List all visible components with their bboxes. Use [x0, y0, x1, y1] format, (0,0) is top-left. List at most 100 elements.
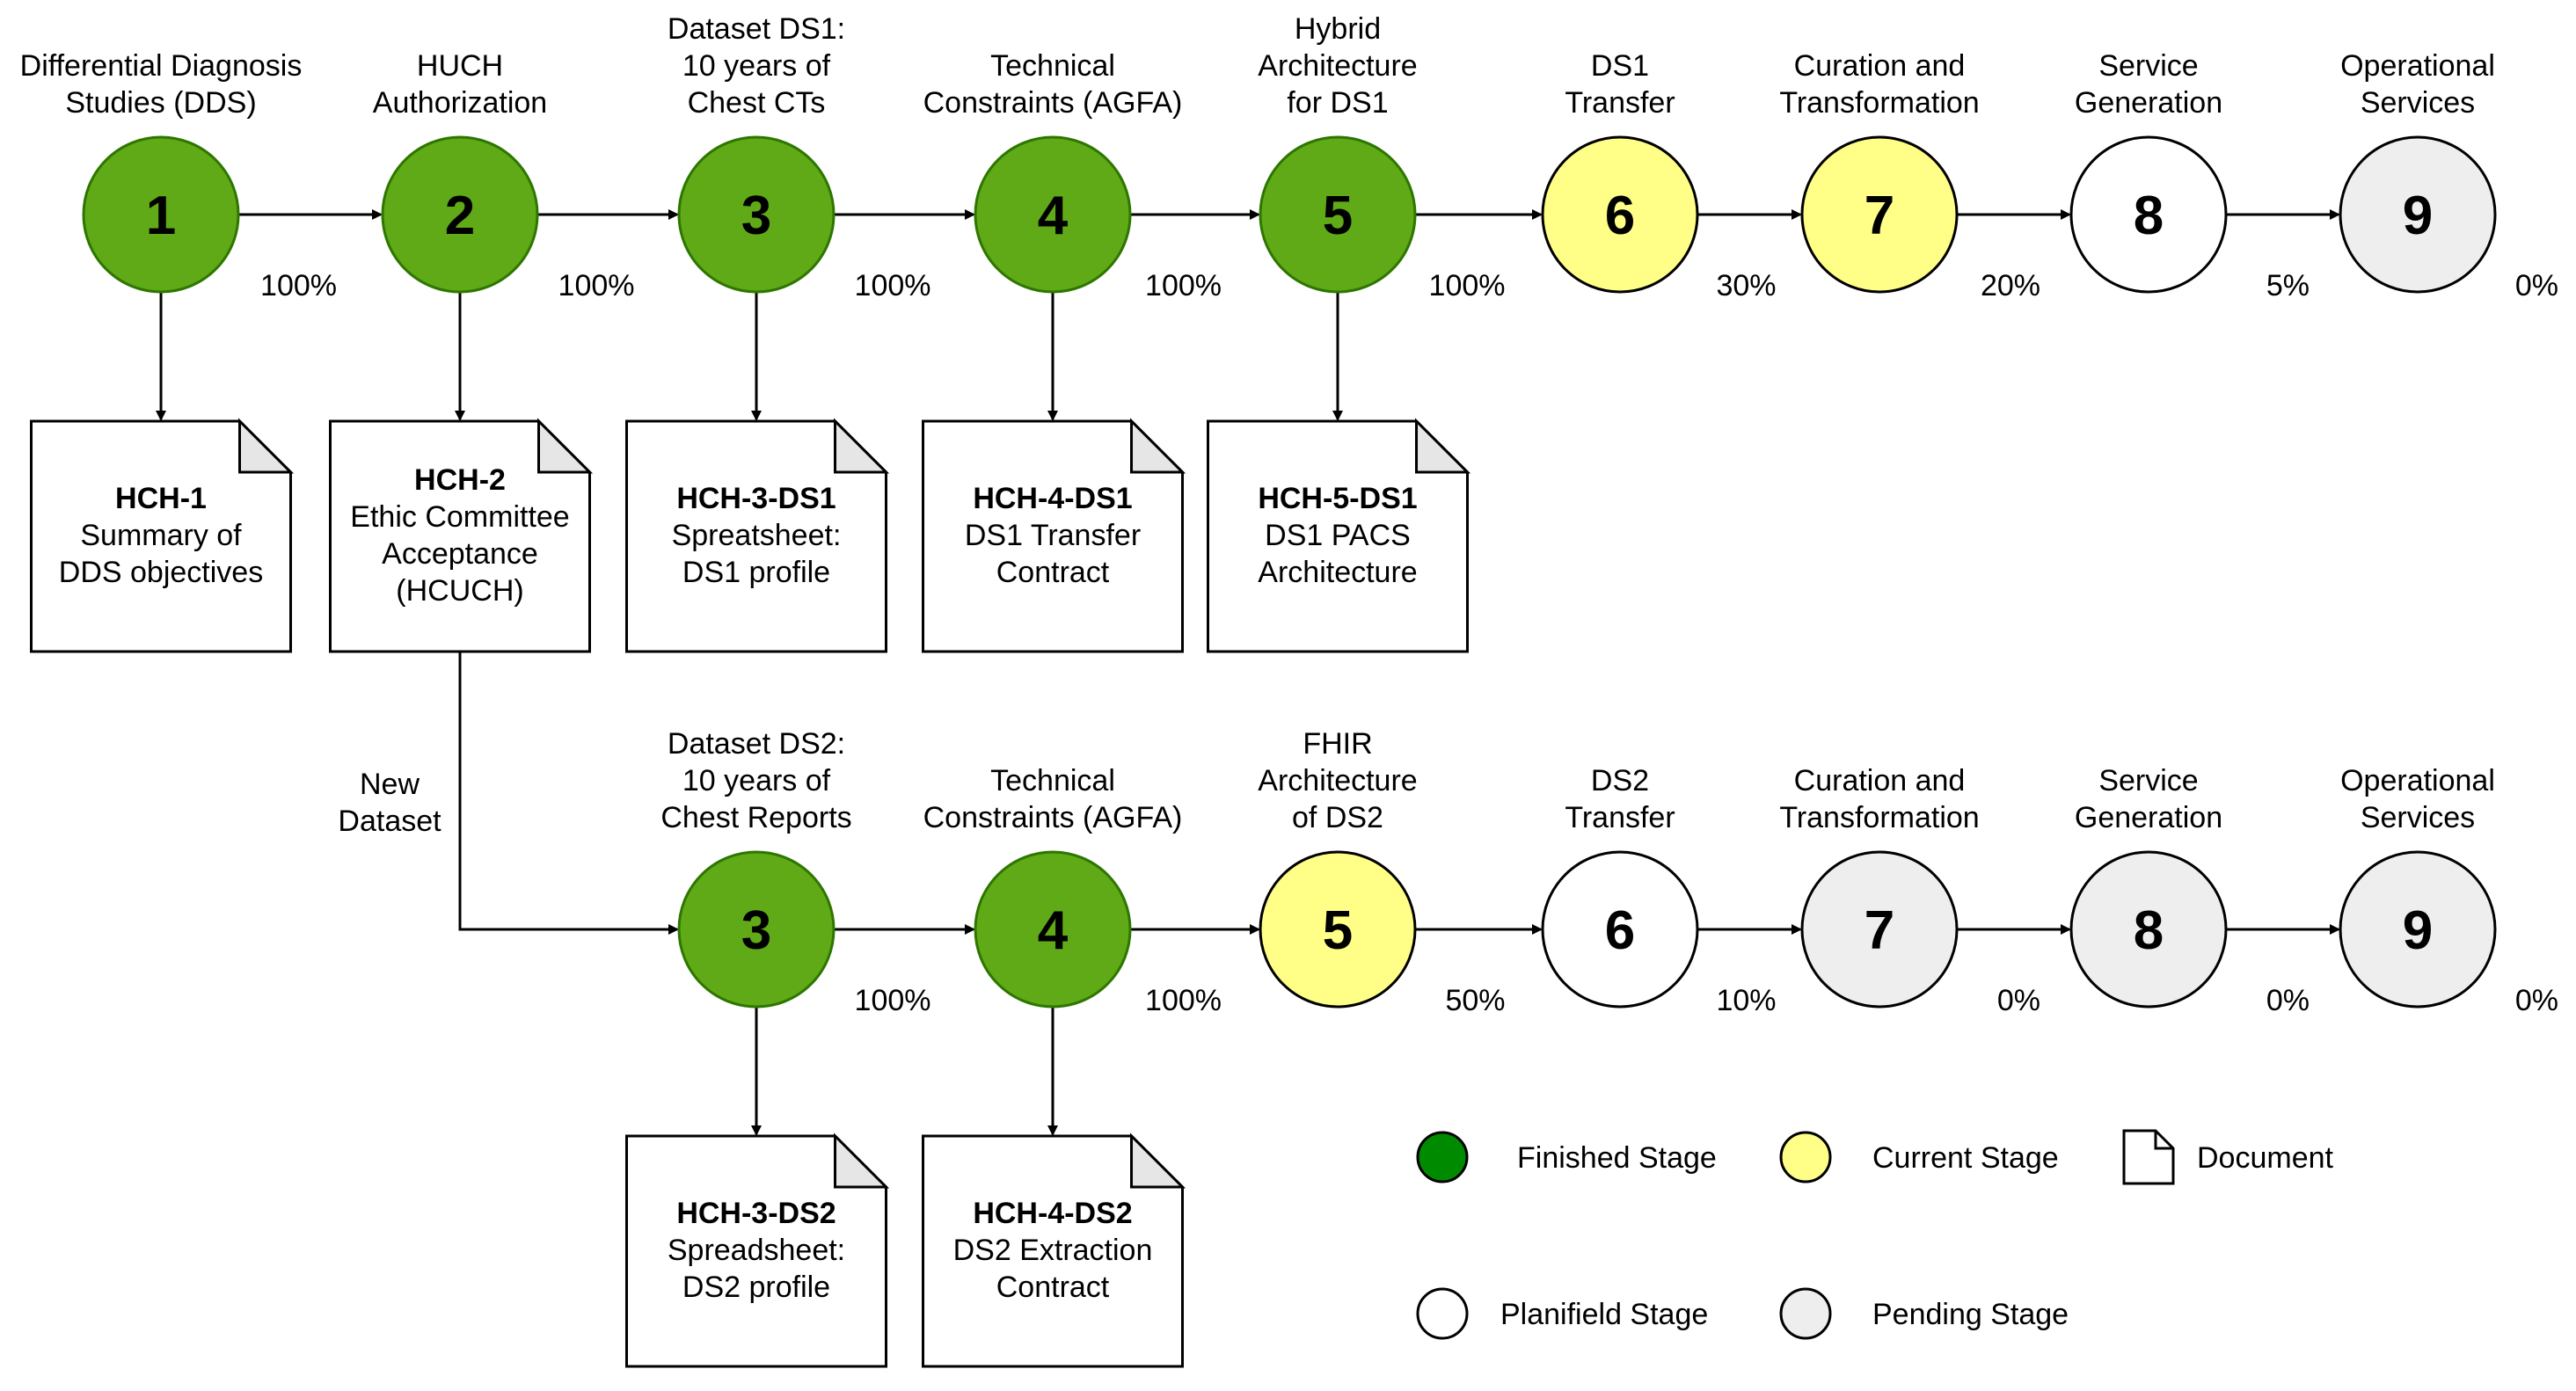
ds1-stage-8-number: 8	[2134, 186, 2164, 246]
new-dataset-connector	[458, 652, 679, 935]
legend-document-fold	[2154, 1131, 2173, 1150]
legend-planified-label: Planifield Stage	[1500, 1298, 1708, 1331]
legend-current-swatch	[1779, 1131, 1832, 1183]
ds1-stage-8-progress: 5%	[2266, 269, 2310, 302]
ds2-stage-9-progress: 0%	[2515, 984, 2558, 1017]
ds1-stage-9-label: Operational	[2340, 49, 2495, 83]
document-text: DS2 Extraction	[953, 1234, 1153, 1267]
ds2-stage-7-circle	[1800, 850, 1959, 1009]
ds2-stage-5-number: 5	[1323, 900, 1353, 961]
ds2-stage-8-progress: 0%	[2266, 984, 2310, 1017]
document-text: Contract	[996, 556, 1110, 589]
document-text: Spreatsheet:	[672, 519, 842, 552]
legend-planified-swatch	[1416, 1287, 1469, 1340]
new-dataset-label: Dataset	[338, 805, 441, 838]
new-dataset-label: New	[360, 768, 420, 801]
document-shape	[30, 419, 292, 653]
ds1-stage-2-label: HUCH	[417, 49, 503, 83]
ds2-stage-4-label: Technical	[990, 764, 1115, 797]
ds1-stage-2-circle	[381, 135, 539, 294]
ds1-stage-6-label: Transfer	[1565, 86, 1675, 120]
ds2-stage-9-number: 9	[2403, 900, 2433, 961]
ds1-stage-7-label: Curation and	[1794, 49, 1966, 83]
ds2-stage-7-label: Transformation	[1779, 801, 1979, 834]
document-shape	[922, 1134, 1184, 1368]
ds1-stage-1-progress: 100%	[260, 269, 337, 302]
document-id: HCH-2	[414, 463, 506, 497]
ds1-stage-3-number: 3	[741, 186, 771, 246]
ds1-stage-8-label: Generation	[2075, 86, 2222, 120]
ds2-stage-4-progress: 100%	[1145, 984, 1222, 1017]
ds2-stage-7-progress: 0%	[1997, 984, 2040, 1017]
document-text: Ethic Committee	[350, 500, 569, 534]
ds2-stage-4-number: 4	[1038, 900, 1069, 961]
ds2-stage-5-progress: 50%	[1445, 984, 1505, 1017]
document-fold	[834, 418, 890, 474]
ds2-stage-6-label: DS2	[1591, 764, 1649, 797]
document-id: HCH-4-DS1	[973, 482, 1132, 515]
ds2-stage-9-label: Operational	[2340, 764, 2495, 797]
document-fold	[834, 1132, 890, 1189]
ds2-stage-7-number: 7	[1864, 900, 1894, 961]
document-text: DS2 profile	[682, 1271, 830, 1304]
ds1-stage-7-progress: 20%	[1981, 269, 2040, 302]
ds1-stage-9-number: 9	[2403, 186, 2433, 246]
document-id: HCH-3-DS1	[676, 482, 836, 515]
ds1-stage-5-label: for DS1	[1287, 86, 1388, 120]
legend-pending-label: Pending Stage	[1872, 1298, 2069, 1331]
ds1-stage-6-progress: 30%	[1716, 269, 1776, 302]
ds2-stage-8-number: 8	[2134, 900, 2164, 961]
document-fold	[1130, 418, 1186, 474]
ds1-stage-4-progress: 100%	[1145, 269, 1222, 302]
legend-document-swatch	[2122, 1129, 2175, 1185]
ds1-stage-4-number: 4	[1038, 186, 1069, 246]
ds1-stage-6-label: DS1	[1591, 49, 1649, 83]
ds2-stage-6-progress: 10%	[1716, 984, 1776, 1017]
ds1-stage-6-number: 6	[1605, 186, 1635, 246]
legend-finished-label: Finished Stage	[1517, 1141, 1717, 1175]
document-fold	[1130, 1132, 1186, 1189]
ds1-stage-1-label: Studies (DDS)	[65, 86, 256, 120]
ds1-stage-1-label: Differential Diagnosis	[20, 49, 303, 83]
ds1-stage-3-label: Chest CTs	[688, 86, 826, 120]
ds1-stage-4-label: Technical	[990, 49, 1115, 83]
ds1-stage-3-progress: 100%	[855, 269, 931, 302]
legend-current: Current Stage	[1779, 1131, 2059, 1183]
document-text: (HCUCH)	[396, 574, 523, 608]
document-text: Architecture	[1258, 556, 1417, 589]
ds2-stage-3-label: 10 years of	[682, 764, 831, 797]
ds2-stage-6-number: 6	[1605, 900, 1635, 961]
ds2-stage-3-number: 3	[741, 900, 771, 961]
ds1-stage-6-circle	[1541, 135, 1699, 294]
document-id: HCH-5-DS1	[1258, 482, 1417, 515]
document-shape	[329, 419, 591, 653]
ds1-stage-1-circle	[82, 135, 240, 294]
document-shape	[625, 1134, 887, 1368]
legend-pending-swatch	[1779, 1287, 1832, 1340]
legend-finished-swatch	[1416, 1131, 1469, 1183]
ds2-stage-8-label: Service	[2098, 764, 2198, 797]
document-id: HCH-1	[115, 482, 207, 515]
ds2-stage-9-circle	[2339, 850, 2497, 1009]
document-fold	[238, 418, 295, 474]
document-text: DS1 Transfer	[965, 519, 1141, 552]
legend-document-label: Document	[2197, 1141, 2334, 1175]
